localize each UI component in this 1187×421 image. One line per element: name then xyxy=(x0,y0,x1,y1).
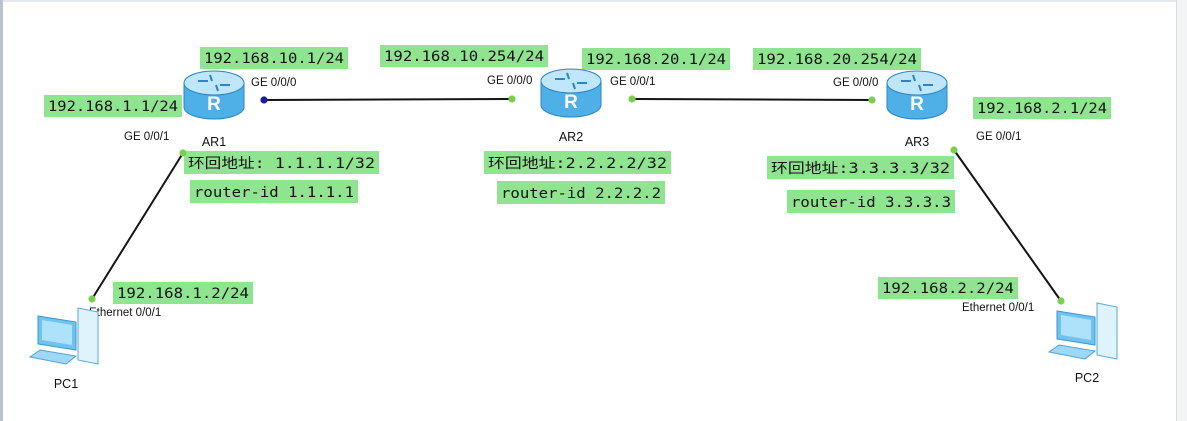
device-label-ar2: AR2 xyxy=(559,130,583,144)
port-label-pc1-eth: Ethernet 0/0/1 xyxy=(89,307,161,319)
port-dot-ar1-ge000[interactable] xyxy=(260,96,268,104)
address-label-ar1-ge000-ip: 192.168.10.1/24 xyxy=(200,47,348,69)
address-label-pc1-ip: 192.168.1.2/24 xyxy=(113,282,253,304)
link-ar1-pc1[interactable] xyxy=(91,152,184,300)
address-label-bg xyxy=(113,282,253,304)
address-label-ar2-loopback: 环回地址:2.2.2.2/32 xyxy=(484,151,671,174)
svg-text:R: R xyxy=(207,94,221,115)
link-ar2-ar3[interactable] xyxy=(631,98,873,101)
address-label-ar1-ge001-ip: 192.168.1.1/24 xyxy=(44,95,182,117)
address-label-bg xyxy=(44,95,182,117)
device-label-ar1: AR1 xyxy=(202,135,226,149)
device-label-pc1: PC1 xyxy=(54,377,78,391)
address-label-text: 192.168.2.2/24 xyxy=(882,281,1014,297)
links-layer xyxy=(91,98,1062,302)
address-label-bg xyxy=(582,48,730,70)
address-label-bg xyxy=(184,151,379,174)
address-label-bg xyxy=(200,47,348,69)
address-label-text: router-id 3.3.3.3 xyxy=(791,195,951,211)
port-label-ar1-ge000: GE 0/0/0 xyxy=(251,77,296,89)
address-label-ar2-router-id: router-id 2.2.2.2 xyxy=(497,181,665,204)
port-dot-ar3-ge000[interactable] xyxy=(868,96,876,104)
address-label-ar1-loopback: 环回地址: 1.1.1.1/32 xyxy=(184,151,379,174)
address-label-text: router-id 2.2.2.2 xyxy=(501,186,661,202)
address-label-text: 192.168.20.254/24 xyxy=(757,52,917,68)
port-dot-ar3-ge001[interactable] xyxy=(950,146,958,154)
canvas-left-border xyxy=(0,0,3,421)
port-label-ar3-ge000: GE 0/0/0 xyxy=(833,77,878,89)
device-pc2[interactable]: PC2 xyxy=(1047,302,1118,385)
address-label-ar3-ge000-ip: 192.168.20.254/24 xyxy=(753,48,921,70)
router-icon: R xyxy=(183,70,245,120)
address-label-bg xyxy=(973,97,1111,119)
address-label-ar1-router-id: router-id 1.1.1.1 xyxy=(190,180,358,203)
pc-icon xyxy=(28,307,99,365)
device-ar3[interactable]: R AR3 xyxy=(886,70,948,149)
address-label-bg xyxy=(380,45,548,67)
address-label-text: 环回地址:3.3.3.3/32 xyxy=(771,161,950,177)
address-label-text: 192.168.1.2/24 xyxy=(117,286,249,302)
address-label-bg xyxy=(497,181,665,204)
port-label-ar2-ge001: GE 0/0/1 xyxy=(610,76,655,88)
link-ar1-ar2[interactable] xyxy=(263,98,513,101)
port-label-ar3-ge001: GE 0/0/1 xyxy=(976,131,1021,143)
port-label-ar1-ge001: GE 0/0/1 xyxy=(124,131,169,143)
port-dot-pc1-eth[interactable] xyxy=(88,295,96,303)
address-label-bg xyxy=(484,151,671,174)
address-label-text: router-id 1.1.1.1 xyxy=(194,185,354,201)
address-label-bg xyxy=(767,156,954,179)
address-label-text: 环回地址: 1.1.1.1/32 xyxy=(188,156,375,172)
port-dot-pc2-eth[interactable] xyxy=(1057,297,1065,305)
address-label-ar3-loopback: 环回地址:3.3.3.3/32 xyxy=(767,156,954,179)
svg-text:R: R xyxy=(910,94,924,115)
address-label-bg xyxy=(190,180,358,203)
address-label-text: 环回地址:2.2.2.2/32 xyxy=(488,156,667,172)
device-label-pc2: PC2 xyxy=(1075,371,1099,385)
address-label-ar3-ge001-ip: 192.168.2.1/24 xyxy=(973,97,1111,119)
canvas-top-border xyxy=(0,0,1187,2)
port-dot-ar2-ge001[interactable] xyxy=(628,95,636,103)
scrollbar-track[interactable] xyxy=(1176,0,1187,421)
address-label-text: 192.168.2.1/24 xyxy=(977,101,1107,117)
device-label-ar3: AR3 xyxy=(905,135,929,149)
router-icon: R xyxy=(886,70,948,120)
device-ar2[interactable]: R AR2 xyxy=(540,68,602,144)
port-dots-layer xyxy=(88,95,1065,305)
link-ar3-pc2[interactable] xyxy=(953,149,1062,302)
pc-icon xyxy=(1047,302,1118,360)
port-label-ar2-ge000: GE 0/0/0 xyxy=(487,75,532,87)
address-label-bg xyxy=(878,277,1018,299)
address-label-bg xyxy=(787,190,955,213)
address-label-ar2-ge000-ip: 192.168.10.254/24 xyxy=(380,45,548,67)
device-pc1[interactable]: PC1 xyxy=(28,307,99,391)
address-label-text: 192.168.20.1/24 xyxy=(586,52,726,68)
address-label-ar2-ge001-ip: 192.168.20.1/24 xyxy=(582,48,730,70)
port-dot-ar2-ge000[interactable] xyxy=(508,95,516,103)
address-label-bg xyxy=(753,48,921,70)
address-label-pc2-ip: 192.168.2.2/24 xyxy=(878,277,1018,299)
address-label-text: 192.168.10.1/24 xyxy=(204,51,344,67)
address-label-text: 192.168.10.254/24 xyxy=(384,49,544,65)
port-dot-ar1-ge001[interactable] xyxy=(179,149,187,157)
address-label-ar3-router-id: router-id 3.3.3.3 xyxy=(787,190,955,213)
labels-layer: GE 0/0/0 GE 0/0/1 GE 0/0/0 GE 0/0/1 GE 0/0/0… xyxy=(44,45,1111,319)
router-icon: R xyxy=(540,68,602,118)
svg-text:R: R xyxy=(564,92,578,113)
device-ar1[interactable]: R AR1 xyxy=(183,70,245,149)
address-label-text: 192.168.1.1/24 xyxy=(48,99,178,115)
port-label-pc2-eth: Ethernet 0/0/1 xyxy=(962,302,1034,314)
